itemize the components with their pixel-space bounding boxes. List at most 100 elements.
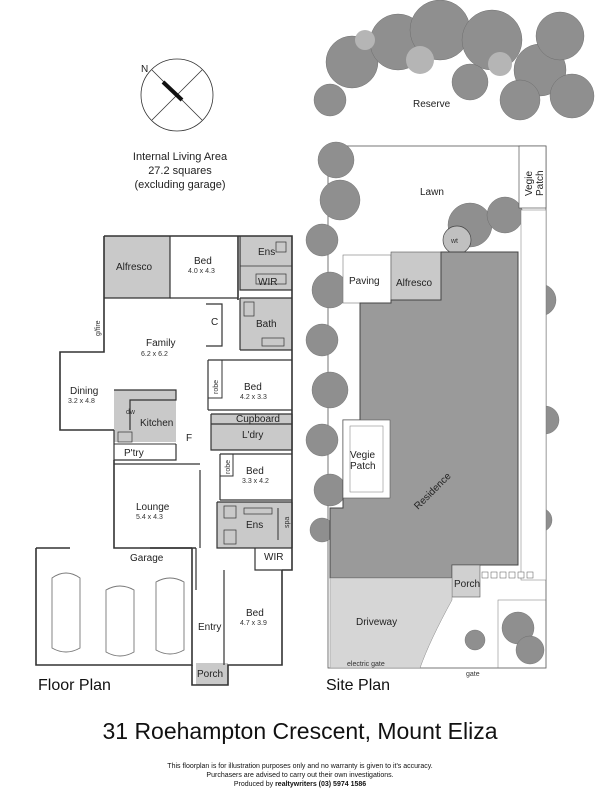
- fp-vanity2: [243, 507, 273, 515]
- site-label-porch: Porch: [454, 579, 480, 590]
- fp-robe1: [208, 359, 223, 399]
- site-alfresco: [390, 251, 442, 301]
- produced-by-phone: (03) 5974 1586: [316, 781, 367, 788]
- site-label-gate: gate: [466, 671, 480, 678]
- fp-label-kitchen: Kitchen: [140, 418, 173, 429]
- fp-ens2-fill: [217, 502, 293, 548]
- site-label-vegie-2: Patch: [350, 461, 376, 472]
- compass-ring: [140, 58, 214, 132]
- living-area-title: Internal Living Area: [132, 151, 228, 163]
- fp-entry-bed4-walls: [191, 570, 283, 686]
- fp-cupboard-c: [206, 303, 223, 347]
- fp-vanity1: [261, 337, 285, 347]
- fp-label-family: Family: [146, 338, 175, 349]
- fp-porch-fill: [196, 663, 228, 685]
- site-label-electric-gate: electric gate: [347, 661, 385, 668]
- fp-toilet2: [223, 529, 237, 545]
- fp-label-cupboard: Cupboard: [236, 414, 280, 425]
- fp-cupboard-laundry: [210, 413, 292, 451]
- fp-label-wir1: WIR: [258, 277, 277, 288]
- site-plan-title: Site Plan: [326, 677, 390, 694]
- floor-plan: [35, 235, 293, 686]
- produced-by-prefix: Produced by: [233, 781, 276, 788]
- reserve-trees: [313, 0, 595, 121]
- site-vegie-patch-top-label1: Vegie: [524, 171, 535, 196]
- side-path: [520, 209, 547, 581]
- fp-label-gfire: g/fire: [95, 320, 102, 336]
- fp-robe2: [220, 453, 234, 477]
- fp-label-bath: Bath: [256, 319, 277, 330]
- bottom-trees: [464, 611, 545, 665]
- fp-shower2: [223, 505, 237, 519]
- fp-kitchen-south: [113, 430, 177, 461]
- fp-label-dining: Dining: [70, 386, 98, 397]
- fp-label-family-dim: 6.2 x 6.2: [141, 351, 168, 358]
- fp-wall-west: [59, 298, 114, 431]
- fp-label-garage: Garage: [130, 553, 164, 564]
- fp-label-ens2: Ens: [246, 520, 263, 531]
- fp-garage-cars: [51, 572, 185, 657]
- fp-wir2-walls: [254, 548, 282, 571]
- site-label-paving: Paving: [349, 276, 380, 287]
- site-label-lawn: Lawn: [420, 187, 444, 198]
- site-vegie-courtyard: [342, 419, 391, 499]
- fp-ens2-walls: [216, 501, 292, 549]
- site-label-reserve: Reserve: [413, 99, 451, 110]
- reserve-trees-light: [355, 30, 512, 76]
- fp-label-bed3: Bed: [246, 466, 264, 477]
- floor-plan-title: Floor Plan: [38, 677, 111, 694]
- fp-label-c: C: [211, 317, 218, 328]
- fp-label-dining-dim: 3.2 x 4.8: [68, 398, 95, 405]
- fp-toilet1: [275, 241, 287, 253]
- compass: N: [140, 58, 214, 132]
- fp-wir1-rail: [255, 273, 287, 285]
- site-porch: [451, 564, 481, 598]
- compass-north-needle: [161, 80, 184, 102]
- site-vegie-patch-top-label2: Patch: [535, 170, 546, 196]
- fp-label-bed1: Bed: [194, 256, 212, 267]
- floor-plan-labels: Alfresco Bed 4.0 x 4.3 Ens WIR Bath C g/…: [38, 247, 291, 694]
- fp-lounge-walls: [114, 463, 201, 548]
- site-vegie-courtyard-inner: [349, 425, 384, 493]
- fp-wall-east-top: [103, 235, 293, 571]
- fp-label-bed2-dim: 4.2 x 3.3: [240, 394, 267, 401]
- fp-shower: [243, 301, 255, 317]
- site-plan: Vegie Patch wt: [305, 0, 595, 694]
- fp-label-lounge-dim: 5.4 x 4.3: [136, 514, 163, 521]
- site-paving: [342, 254, 392, 304]
- fp-label-bed3-dim: 3.3 x 4.2: [242, 478, 269, 485]
- fp-label-robe1: robe: [213, 380, 220, 394]
- fp-label-robe2: robe: [225, 460, 232, 474]
- fp-label-lounge: Lounge: [136, 502, 170, 513]
- site-driveway: [329, 577, 453, 669]
- fp-sink: [117, 431, 133, 443]
- fp-ens1-fill: [240, 236, 292, 290]
- plans-drawing: N: [35, 0, 595, 694]
- produced-by-brand: realtywriters: [275, 781, 317, 788]
- property-address: 31 Roehampton Crescent, Mount Eliza: [102, 718, 498, 744]
- fp-label-bed4-dim: 4.7 x 3.9: [240, 620, 267, 627]
- fp-label-porch: Porch: [197, 669, 223, 680]
- fp-label-entry: Entry: [198, 622, 221, 633]
- fp-label-alfresco: Alfresco: [116, 262, 153, 273]
- produced-by-line: Produced by realtywriters (03) 5974 1586: [0, 780, 600, 789]
- water-tank-label: wt: [450, 238, 458, 245]
- fp-laundry-fill: [211, 414, 293, 450]
- site-step-pads: [481, 571, 534, 579]
- compass-north-label: N: [141, 64, 148, 75]
- fp-kitchen-bench: [114, 389, 177, 430]
- fp-label-ens1: Ens: [258, 247, 275, 258]
- fp-kitchen-fill: [114, 390, 176, 442]
- fp-label-dw: dw: [126, 409, 136, 416]
- fp-ens1-walls: [239, 236, 292, 291]
- site-label-alfresco: Alfresco: [396, 278, 433, 289]
- fp-label-bed4: Bed: [246, 608, 264, 619]
- disclaimer-line-1: This floorplan is for illustration purpo…: [167, 763, 433, 770]
- left-trees: [305, 141, 361, 543]
- fp-label-bed1-dim: 4.0 x 4.3: [188, 268, 215, 275]
- fp-bath-fill: [240, 298, 292, 350]
- site-garden-bed: [497, 599, 547, 669]
- fp-label-bed2: Bed: [244, 382, 262, 393]
- fp-garage-walls: [35, 548, 193, 666]
